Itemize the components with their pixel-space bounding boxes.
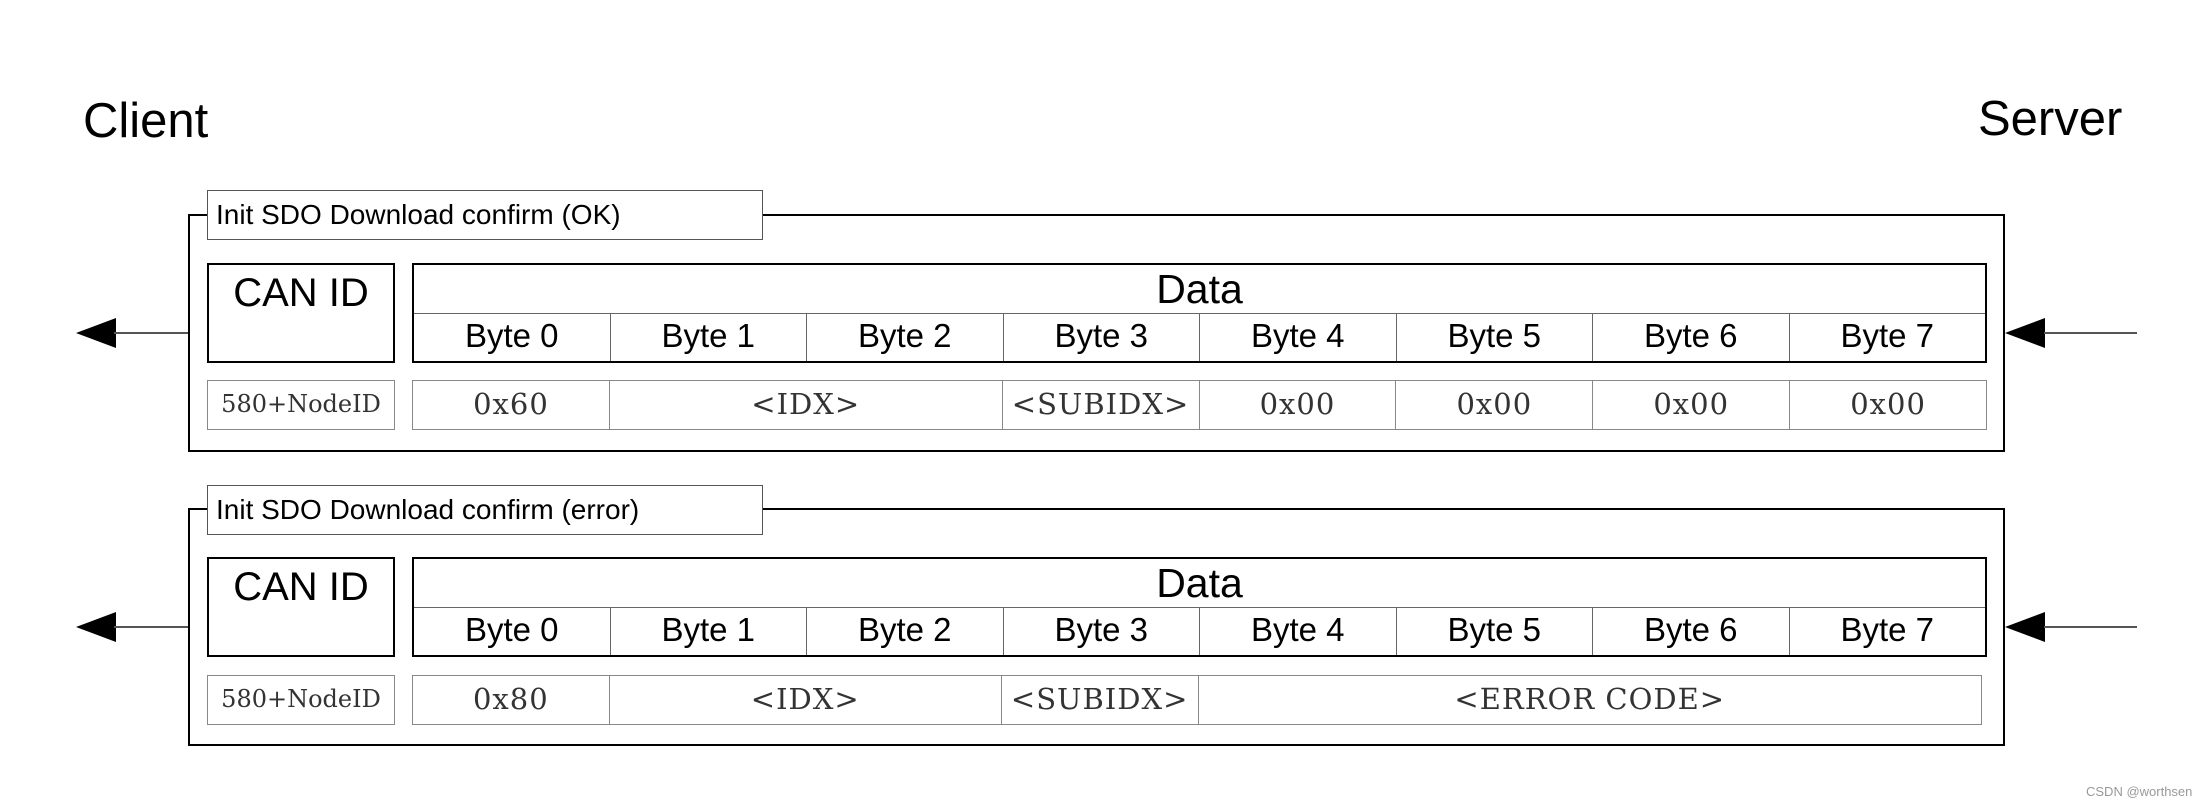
- can-id-header: CAN ID: [207, 557, 395, 657]
- byte-header-cell: Byte 2: [806, 607, 1003, 655]
- can-id-header: CAN ID: [207, 263, 395, 363]
- byte-header-cell: Byte 4: [1199, 313, 1396, 361]
- arrow-to-client-line: [114, 626, 188, 628]
- byte-header-cell: Byte 6: [1592, 607, 1789, 655]
- client-label: Client: [83, 94, 209, 148]
- message-frame: [188, 214, 2005, 452]
- arrow-from-server-icon: [2005, 612, 2045, 642]
- byte-header-cell: Byte 7: [1788, 313, 1986, 361]
- arrow-to-client-icon: [76, 318, 116, 348]
- arrow-from-server-line: [2044, 332, 2137, 334]
- data-value-cell: <IDX>: [609, 380, 1003, 430]
- can-id-value: 580+NodeID: [207, 675, 395, 725]
- message-frame: [188, 508, 2005, 746]
- message-title: Init SDO Download confirm (error): [207, 485, 763, 535]
- data-header: Data: [414, 265, 1985, 314]
- arrow-from-server-icon: [2005, 318, 2045, 348]
- data-value-cell: 0x80: [412, 675, 610, 725]
- byte-header-cell: Byte 0: [464, 611, 559, 648]
- data-value-cell: 0x00: [1396, 380, 1594, 430]
- can-id-value: 580+NodeID: [207, 380, 395, 430]
- message-title: Init SDO Download confirm (OK): [207, 190, 763, 240]
- server-label: Server: [1978, 92, 2123, 146]
- data-value-cell: <SUBIDX>: [1002, 380, 1200, 430]
- byte-header-cell: Byte 2: [806, 313, 1003, 361]
- byte-header-cell: Byte 1: [609, 607, 807, 655]
- data-value-cell: <IDX>: [609, 675, 1002, 725]
- byte-header-cell: Byte 5: [1395, 607, 1593, 655]
- data-value-cell: <ERROR CODE>: [1198, 675, 1982, 725]
- data-value-cell: 0x60: [412, 380, 610, 430]
- byte-header-cell: Byte 5: [1395, 313, 1593, 361]
- byte-header-cell: Byte 0: [464, 317, 559, 354]
- byte-header-cell: Byte 1: [609, 313, 807, 361]
- arrow-to-client-line: [114, 332, 188, 334]
- byte-header-cell: Byte 3: [1002, 607, 1200, 655]
- byte-header-cell: Byte 7: [1788, 607, 1986, 655]
- arrow-from-server-line: [2044, 626, 2137, 628]
- arrow-to-client-icon: [76, 612, 116, 642]
- data-value-cell: <SUBIDX>: [1001, 675, 1199, 725]
- data-value-cell: 0x00: [1790, 380, 1987, 430]
- data-value-cell: 0x00: [1593, 380, 1791, 430]
- data-value-cell: 0x00: [1199, 380, 1397, 430]
- value-row: 0x80<IDX><SUBIDX><ERROR CODE>: [412, 675, 1982, 725]
- byte-header-cell: Byte 3: [1002, 313, 1200, 361]
- data-header: Data: [414, 559, 1985, 608]
- byte-header-cell: Byte 6: [1592, 313, 1789, 361]
- watermark: CSDN @worthsen: [2086, 784, 2193, 799]
- byte-header-cell: Byte 4: [1199, 607, 1396, 655]
